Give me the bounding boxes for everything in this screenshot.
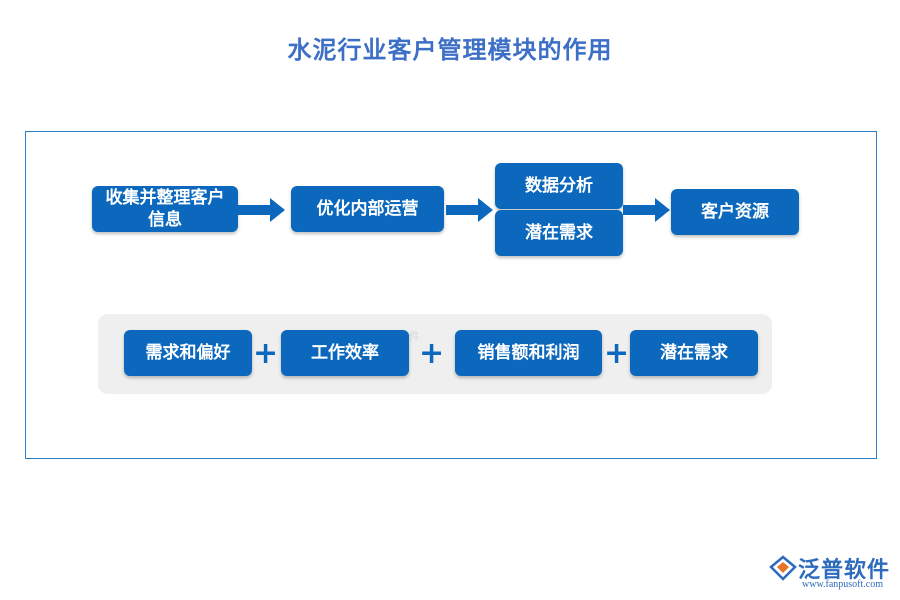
arrow-right-icon [446, 198, 493, 222]
flow-step-customer-resources: 客户资源 [671, 189, 799, 235]
fanpu-logo: 泛普软件 www.fanpusoft.com [765, 551, 893, 595]
arrow-right-icon [238, 198, 285, 222]
flow-step-potential-demand: 潜在需求 [495, 210, 623, 256]
factor-label: 工作效率 [311, 343, 379, 363]
flow-step-customer-resources-label: 客户资源 [701, 202, 769, 222]
factor-needs-preferences: 需求和偏好 [124, 330, 252, 376]
factor-label: 销售额和利润 [477, 343, 580, 363]
arrow-right-icon [623, 198, 670, 222]
flow-step-optimize-ops-label: 优化内部运营 [316, 199, 419, 219]
page-title: 水泥行业客户管理模块的作用 [287, 36, 613, 64]
fanpu-logo-icon [769, 555, 797, 581]
factor-potential-demand: 潜在需求 [630, 330, 758, 376]
flow-step-optimize-ops: 优化内部运营 [291, 186, 444, 232]
factor-work-efficiency: 工作效率 [281, 330, 409, 376]
factor-label: 潜在需求 [660, 343, 728, 363]
diagram-frame [25, 131, 877, 459]
factor-sales-profit: 销售额和利润 [455, 330, 602, 376]
plus-icon: + [419, 336, 445, 371]
logo-name: 泛普软件 [798, 558, 891, 583]
plus-icon: + [253, 336, 279, 371]
flow-step-potential-demand-label: 潜在需求 [525, 223, 593, 243]
plus-icon: + [604, 336, 630, 371]
logo-url: www.fanpusoft.com [802, 579, 884, 590]
flow-step-data-analysis: 数据分析 [495, 163, 623, 209]
flow-step-data-analysis-label: 数据分析 [525, 176, 593, 196]
flow-step-collect-info-label: 收集并整理客户信息 [105, 188, 225, 230]
factor-label: 需求和偏好 [145, 343, 231, 363]
flow-step-collect-info: 收集并整理客户信息 [92, 186, 238, 232]
